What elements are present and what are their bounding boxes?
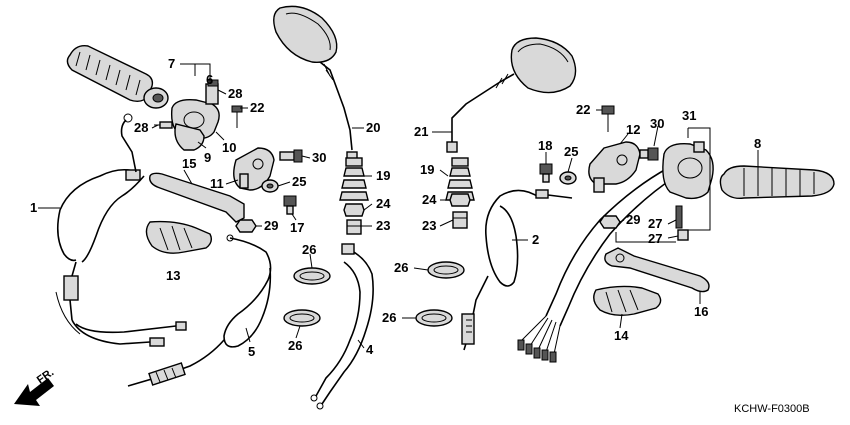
callout-1: 1 <box>30 200 37 215</box>
right-adapter[interactable] <box>452 211 468 229</box>
center-cable[interactable] <box>310 243 374 410</box>
brake-lever-cover[interactable] <box>593 285 662 317</box>
callout-22a: 22 <box>250 100 264 115</box>
callout-labels: 1 2 4 5 6 7 8 9 10 11 12 13 14 15 16 17 … <box>30 56 761 359</box>
throttle-cable[interactable] <box>127 234 272 387</box>
callout-26a: 26 <box>302 242 316 257</box>
callout-24a: 24 <box>376 196 391 211</box>
throttle-housing-lower[interactable] <box>174 83 219 151</box>
callout-12: 12 <box>626 122 640 137</box>
bolt-18[interactable] <box>539 163 553 183</box>
band-26-upper-left[interactable] <box>293 267 331 285</box>
group-bracket-31 <box>687 127 711 231</box>
callout-29a: 29 <box>264 218 278 233</box>
left-grip[interactable] <box>66 45 169 109</box>
callout-27a: 27 <box>648 216 662 231</box>
callout-26d: 26 <box>382 310 396 325</box>
band-26-lower-right[interactable] <box>415 309 453 327</box>
callout-21: 21 <box>414 124 428 139</box>
callout-13: 13 <box>166 268 180 283</box>
bracket-bolt-30-left[interactable] <box>279 149 303 163</box>
callout-15: 15 <box>182 156 196 171</box>
collar-25-left[interactable] <box>261 179 279 193</box>
switch-screw-27-lower[interactable] <box>677 229 689 241</box>
leader-lines <box>38 72 759 349</box>
right-mirror-boot[interactable] <box>445 157 475 201</box>
cable-upper-loop[interactable] <box>120 113 137 173</box>
direction-arrow-icon <box>14 378 54 406</box>
callout-24b: 24 <box>422 192 437 207</box>
callout-23a: 23 <box>376 218 390 233</box>
callout-30b: 30 <box>650 116 664 131</box>
callout-11: 11 <box>210 176 224 191</box>
callout-18: 18 <box>538 138 552 153</box>
direction-label: FR. <box>35 366 56 386</box>
right-switch-housing[interactable] <box>662 141 714 200</box>
callout-16: 16 <box>694 304 708 319</box>
nut-29-right[interactable] <box>599 215 621 229</box>
callout-8: 8 <box>754 136 761 151</box>
callout-28a: 28 <box>228 86 242 101</box>
callout-30a: 30 <box>312 150 326 165</box>
clutch-lever-cover[interactable] <box>145 220 213 254</box>
brake-master-bracket[interactable] <box>588 141 641 193</box>
callout-7: 7 <box>168 56 175 71</box>
band-26-lower-left[interactable] <box>283 309 321 327</box>
clutch-lever[interactable] <box>149 172 245 223</box>
callout-25a: 25 <box>292 174 306 189</box>
callout-4: 4 <box>366 342 374 357</box>
left-nut[interactable] <box>343 203 365 217</box>
brake-lever[interactable] <box>604 247 710 293</box>
bracket-bolt-30-right[interactable] <box>639 147 659 161</box>
callout-23b: 23 <box>422 218 436 233</box>
group-bracket-27 <box>615 232 676 243</box>
callout-22b: 22 <box>576 102 590 117</box>
collar-25-right[interactable] <box>559 171 577 185</box>
right-switch-harness[interactable] <box>517 167 677 363</box>
callout-9: 9 <box>204 150 211 165</box>
callout-31: 31 <box>682 108 696 123</box>
left-adapter[interactable] <box>346 219 362 235</box>
callout-6: 6 <box>206 72 213 87</box>
right-mirror[interactable] <box>446 37 577 153</box>
callout-19a: 19 <box>376 168 390 183</box>
callout-26c: 26 <box>394 260 408 275</box>
callout-29b: 29 <box>626 212 640 227</box>
pivot-bolt-17[interactable] <box>283 195 297 215</box>
callout-27b: 27 <box>648 231 662 246</box>
clutch-cable[interactable] <box>55 168 187 347</box>
callout-19b: 19 <box>420 162 434 177</box>
callout-2: 2 <box>532 232 539 247</box>
nut-29-left[interactable] <box>235 219 257 233</box>
callout-14: 14 <box>614 328 629 343</box>
housing-screw-top[interactable] <box>207 79 219 87</box>
screw-22-right[interactable] <box>601 105 615 132</box>
left-mirror[interactable] <box>273 5 358 163</box>
diagram-code: KCHW-F0300B <box>734 403 810 415</box>
callout-5: 5 <box>248 344 255 359</box>
callout-10: 10 <box>222 140 236 155</box>
band-26-upper-right[interactable] <box>427 261 465 279</box>
right-nut[interactable] <box>449 193 471 207</box>
housing-screw-right[interactable] <box>231 105 243 128</box>
callout-26b: 26 <box>288 338 302 353</box>
callout-25b: 25 <box>564 144 578 159</box>
callout-28b: 28 <box>134 120 148 135</box>
callout-17: 17 <box>290 220 304 235</box>
left-mirror-boot[interactable] <box>339 157 369 201</box>
callout-20: 20 <box>366 120 380 135</box>
front-direction-indicator: FR. <box>14 366 56 406</box>
housing-screw-left[interactable] <box>154 121 173 129</box>
right-cable[interactable] <box>461 189 573 351</box>
switch-screw-27-upper[interactable] <box>675 205 683 229</box>
right-grip[interactable] <box>719 165 835 200</box>
